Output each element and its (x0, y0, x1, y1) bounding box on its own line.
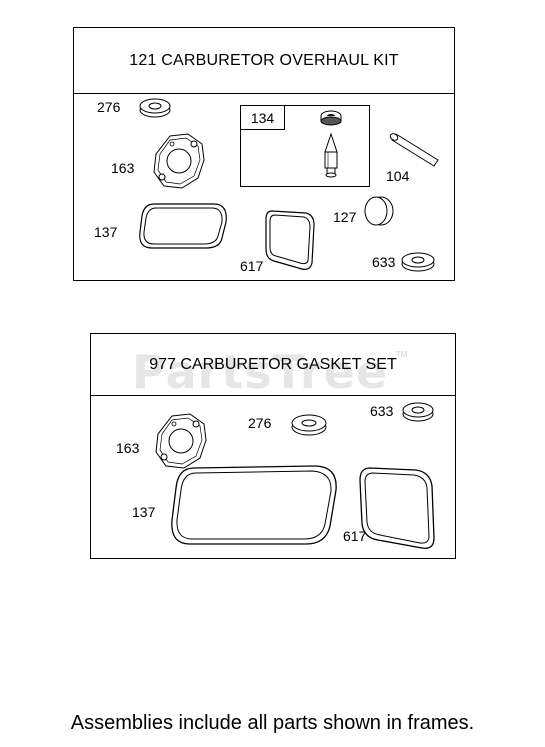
gasket-617-icon (265, 210, 315, 270)
callout-617: 617 (240, 258, 264, 274)
gasket-163-icon (155, 413, 207, 469)
callout-163: 163 (116, 440, 140, 456)
seal-276-icon (139, 98, 171, 118)
watermark-tm: TM (396, 350, 408, 359)
inlet-needle-subkit-frame: 134 (240, 105, 370, 187)
callout-276: 276 (248, 415, 272, 431)
callout-104: 104 (386, 168, 410, 184)
gasket-137-icon (139, 203, 227, 249)
gasket-137-icon (171, 465, 337, 545)
washer-633-icon (402, 402, 434, 422)
callout-633: 633 (370, 403, 394, 419)
pin-104-icon (389, 133, 439, 167)
callout-137: 137 (94, 224, 118, 240)
subkit-label-134: 134 (241, 106, 285, 130)
gasket-set-title (91, 334, 455, 396)
overhaul-kit-frame: 121 CARBURETOR OVERHAUL KIT (73, 27, 455, 281)
gasket-set-frame (90, 333, 456, 559)
callout-127: 127 (333, 209, 357, 225)
callout-633: 633 (372, 254, 396, 270)
partstree-watermark: PartsTree (132, 345, 388, 399)
callout-163: 163 (111, 160, 135, 176)
gasket-617-icon (359, 467, 435, 549)
callout-276: 276 (97, 99, 121, 115)
plug-127-icon (364, 196, 394, 226)
seal-276-icon (291, 414, 327, 436)
overhaul-kit-title: 121 CARBURETOR OVERHAUL KIT (74, 28, 454, 94)
gasket-set-title-text: 977 CARBURETOR GASKET SET (149, 356, 397, 373)
callout-137: 137 (132, 504, 156, 520)
gasket-163-icon (153, 133, 205, 189)
inlet-needle-and-seat-icon (320, 110, 342, 178)
callout-617: 617 (343, 528, 367, 544)
washer-633-icon (401, 252, 435, 272)
assemblies-footer-note: Assemblies include all parts shown in fr… (70, 712, 475, 734)
